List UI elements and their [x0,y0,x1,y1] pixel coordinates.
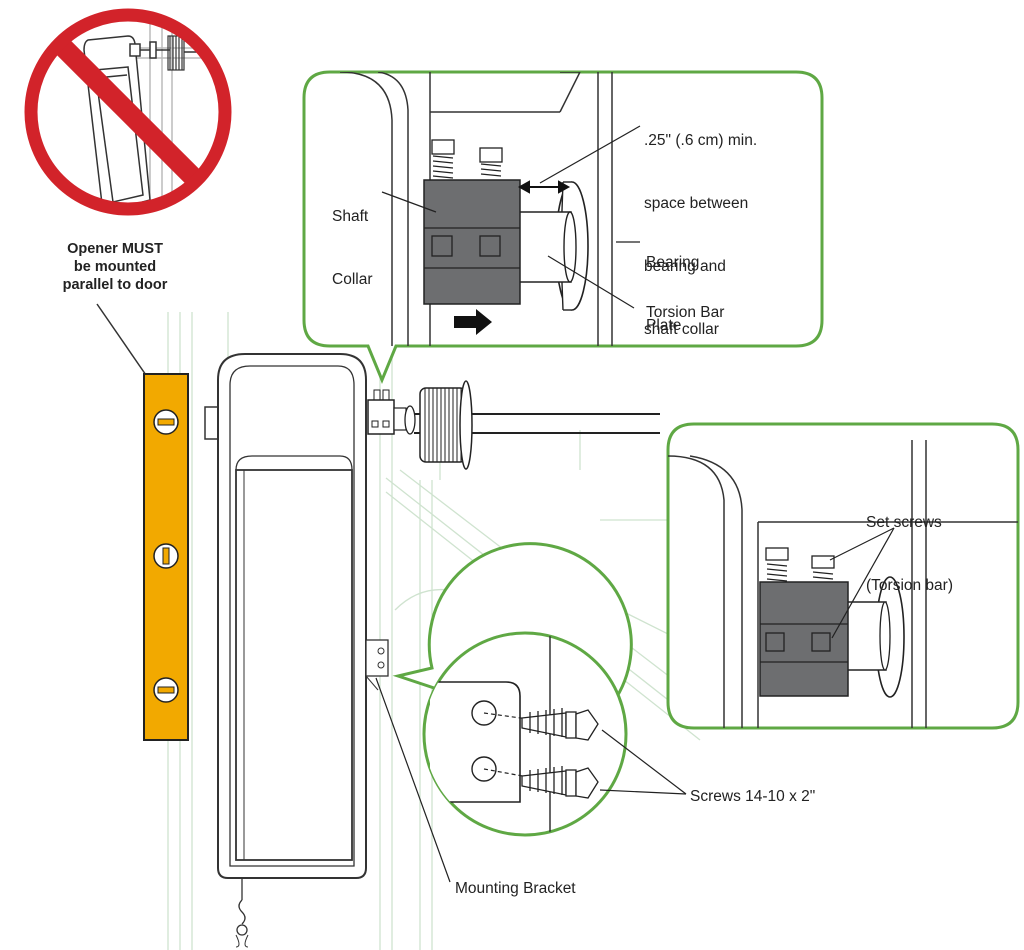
direction-arrow-icon [454,309,492,335]
lag-screw-lower [521,766,599,799]
spacing-label-line-1: .25" (.6 cm) min. [644,132,758,149]
spacing-dimension-arrow [517,180,571,194]
warning-line-2: be mounted [73,259,157,275]
warning-line-3: parallel to door [62,277,168,293]
callout-set-screws-detail [666,422,1020,730]
bearing-plate-label-line-2: Plate [646,317,682,334]
warning-line-1: Opener MUST [67,241,163,257]
callout-shaft-collar-detail [302,70,824,384]
level-tool [96,303,189,741]
spacing-label-line-2: space between [644,195,749,212]
level-bubble-vials [153,409,179,703]
set-screws-label-line-1: Set screws [866,514,942,531]
shaft-collar-label: Shaft Collar [332,164,372,311]
prohibited-angled-mount-illustration [24,8,232,216]
opener-unit [204,353,389,948]
set-screws-label-line-2: (Torsion bar) [866,577,953,594]
spacing-label-line-3: bearing and [644,258,726,275]
lag-screw-upper [521,708,599,741]
mount-parallel-warning: Opener MUST be mounted parallel to door [30,240,200,294]
torsion-bar-label: Torsion Bar [646,304,725,321]
set-screws-label: Set screws (Torsion bar) [866,470,953,617]
shaft-collar-label-line-2: Collar [332,271,373,288]
shaft-collar-label-line-1: Shaft [332,208,369,225]
spacing-label: .25" (.6 cm) min. space between bearing … [644,88,757,361]
bearing-plate-label: Bearing Plate [646,210,699,357]
shaft-collar-set-screws [431,139,503,179]
shaft-and-drum [367,380,660,470]
bearing-plate-label-line-1: Bearing [646,254,700,271]
torsion-bar-set-screws [765,547,835,582]
callout-mounting-screws-detail [375,542,687,883]
spacing-label-line-4: shaft collar [644,321,719,338]
mounting-bracket-label: Mounting Bracket [455,880,576,897]
screws-label: Screws 14-10 x 2" [690,788,816,805]
